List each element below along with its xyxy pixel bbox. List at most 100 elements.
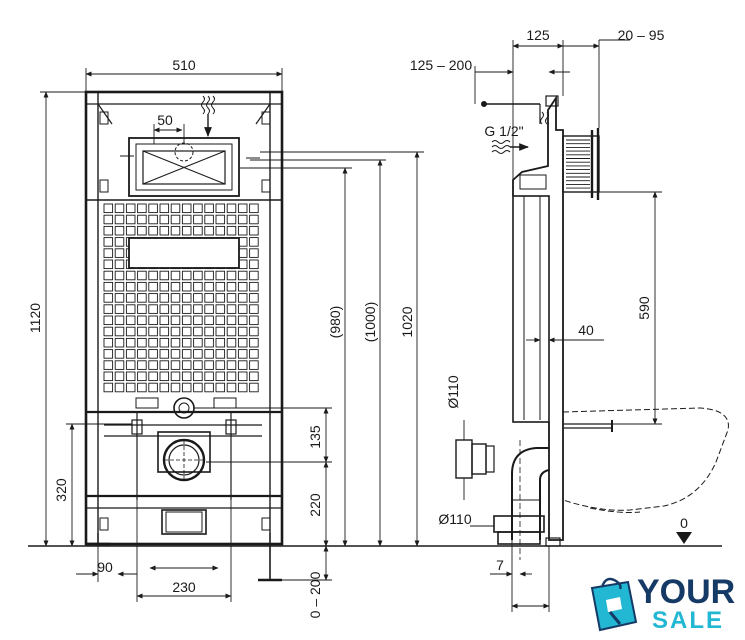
grid-tile: [249, 349, 259, 359]
grid-tile: [215, 382, 226, 393]
grid-tile: [170, 349, 181, 359]
grid-tile: [114, 270, 125, 281]
grid-tile: [237, 360, 248, 370]
grid-tile: [170, 337, 181, 348]
grid-tile: [159, 214, 170, 225]
grid-tile: [103, 337, 114, 348]
grid-tile: [249, 304, 259, 314]
dim-drain-135: 135: [307, 425, 323, 449]
toilet-bowl-outline: [562, 407, 729, 513]
grid-tile: [193, 270, 203, 281]
grid-tile: [193, 326, 203, 337]
tile-grid-panel: [103, 203, 259, 393]
grid-tile: [181, 326, 192, 337]
grid-tile: [159, 382, 170, 393]
grid-tile: [215, 225, 226, 236]
grid-tile: [159, 270, 170, 281]
grid-tile: [237, 326, 248, 337]
grid-tile: [181, 203, 192, 214]
grid-tile: [159, 281, 170, 292]
grid-tile: [103, 293, 114, 303]
grid-tile: [237, 203, 248, 214]
dim-top-125: 125: [526, 27, 550, 43]
grid-tile: [159, 225, 170, 236]
grid-tile: [181, 337, 192, 348]
grid-tile: [237, 214, 248, 225]
grid-tile: [103, 281, 114, 292]
grid-tile: [226, 349, 237, 359]
grid-tile: [148, 326, 158, 337]
dim-button-offset-50: 50: [157, 112, 173, 128]
grid-tile: [237, 304, 248, 314]
grid-tile: [137, 293, 147, 303]
grid-tile: [114, 326, 125, 337]
grid-tile: [181, 281, 192, 292]
grid-tile: [193, 203, 203, 214]
grid-tile: [137, 360, 147, 370]
grid-tile: [103, 225, 114, 236]
grid-tile: [181, 349, 192, 359]
grid-tile: [249, 326, 259, 337]
grid-tile: [148, 382, 158, 393]
dim-offset-125-200: 125 – 200: [410, 57, 472, 73]
grid-tile: [204, 337, 214, 348]
grid-tile: [125, 203, 136, 214]
grid-tile: [249, 270, 259, 281]
grid-tile: [159, 349, 170, 359]
grid-tile: [193, 360, 203, 370]
grid-tile: [215, 203, 226, 214]
dim-pipe-lower-110: Ø110: [438, 511, 471, 527]
grid-tile: [148, 270, 158, 281]
grid-tile: [137, 203, 147, 214]
grid-tile: [125, 349, 136, 359]
grid-tile: [137, 326, 147, 337]
logo-word-your: YOUR: [637, 573, 735, 611]
front-frame: [84, 90, 284, 546]
dim-depth-590: 590: [636, 296, 652, 320]
grid-tile: [204, 225, 214, 236]
grid-tile: [226, 371, 237, 382]
lower-assembly: [104, 397, 262, 535]
grid-tile: [170, 225, 181, 236]
grid-tile: [148, 281, 158, 292]
grid-tile: [193, 293, 203, 303]
grid-tile: [114, 315, 125, 326]
grid-tile: [204, 315, 214, 326]
grid-tile: [114, 214, 125, 225]
dim-width-510: 510: [172, 57, 196, 73]
grid-tile: [215, 337, 226, 348]
grid-tile: [249, 225, 259, 236]
grid-tile: [215, 281, 226, 292]
grid-tile: [125, 371, 136, 382]
front-dimension-lines: [40, 68, 424, 602]
grid-tile: [204, 349, 214, 359]
grid-tile: [103, 270, 114, 281]
brand-logo: YOUR SALE: [590, 573, 735, 634]
grid-tile: [137, 304, 147, 314]
grid-tile: [170, 293, 181, 303]
grid-tile: [159, 326, 170, 337]
grid-tile: [181, 371, 192, 382]
dim-drain-220: 220: [307, 493, 323, 517]
grid-tile: [193, 304, 203, 314]
grid-tile: [159, 337, 170, 348]
grid-tile: [148, 371, 158, 382]
grid-tile: [237, 337, 248, 348]
grid-tile: [170, 315, 181, 326]
dim-foot-offset-90: 90: [97, 559, 113, 575]
grid-tile: [237, 315, 248, 326]
grid-tile: [181, 315, 192, 326]
front-dimension-labels: 510 50 1120 (980) (1000) 1020 320 135 22…: [27, 57, 415, 618]
grid-tile: [170, 371, 181, 382]
grid-tile: [226, 326, 237, 337]
grid-tile: [215, 270, 226, 281]
grid-tile: [181, 360, 192, 370]
grid-tile: [159, 293, 170, 303]
grid-tile: [226, 304, 237, 314]
grid-tile: [148, 360, 158, 370]
flush-plate-ribs: [566, 139, 590, 189]
grid-tile: [103, 315, 114, 326]
grid-tile: [137, 225, 147, 236]
frame-feet: [86, 533, 282, 582]
grid-tile: [125, 293, 136, 303]
